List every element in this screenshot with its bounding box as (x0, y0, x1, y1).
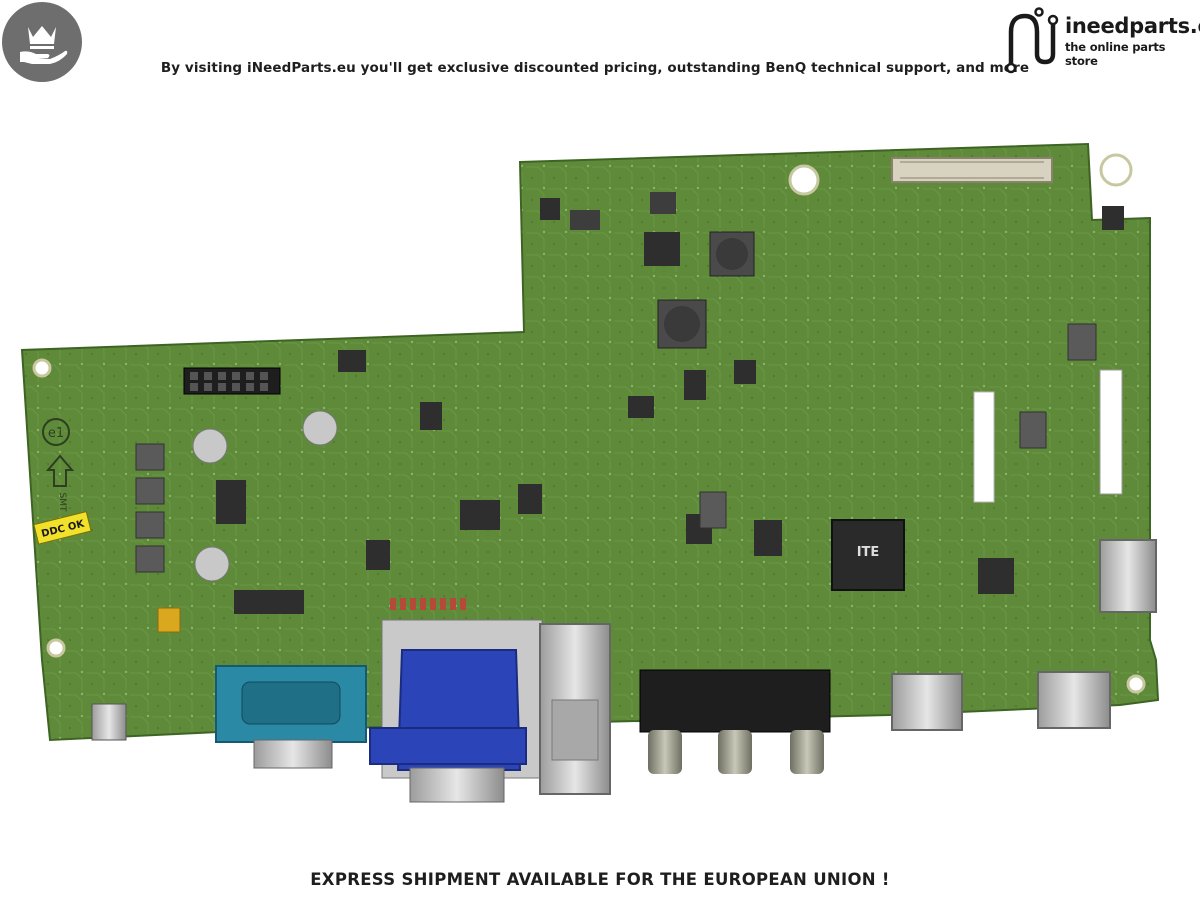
pcb-board-photo: ITE e1 SMT DDC OK (20, 140, 1180, 820)
promo-text: By visiting iNeedParts.eu you'll get exc… (160, 60, 1030, 76)
logo-brand-name: ineedparts.eu (1065, 14, 1200, 38)
circuit-n-logo-icon (1005, 7, 1059, 74)
crown-hand-badge (2, 2, 82, 82)
ineedparts-logo[interactable]: ineedparts.eu the online parts store (1003, 4, 1200, 76)
crown-hand-icon (20, 26, 68, 64)
shipping-banner-text: EXPRESS SHIPMENT AVAILABLE FOR THE EUROP… (310, 870, 890, 889)
board-e1-label: e1 (48, 426, 64, 441)
chip-brand-label: ITE (857, 545, 880, 560)
board-smt-label: SMT (57, 493, 67, 512)
pcb-mainboard-photo: ITE e1 SMT DDC OK (20, 142, 1160, 803)
logo-tagline: the online parts store (1065, 40, 1166, 68)
